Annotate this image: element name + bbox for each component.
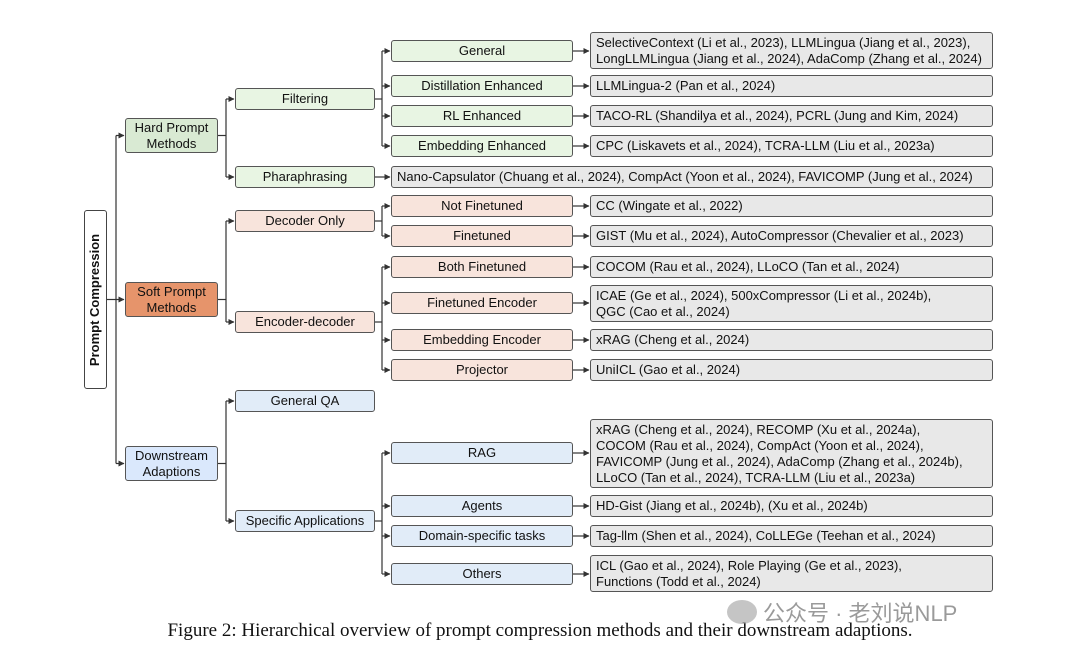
refs-projector-line-1: UniICL (Gao et al., 2024)	[596, 362, 741, 377]
method-rl-enhanced: RL Enhanced	[391, 105, 573, 127]
paraphrasing-node: Pharaphrasing	[235, 166, 375, 188]
refs-rag-line-1: xRAG (Cheng et al., 2024), RECOMP (Xu et…	[596, 421, 921, 437]
refs-finetuned-encoder-line-2: QGC (Cao et al., 2024)	[596, 303, 730, 319]
refs-distillation-enhanced: LLMLingua-2 (Pan et al., 2024)	[590, 75, 993, 97]
refs-finetuned-line-1: GIST (Mu et al., 2024), AutoCompressor (…	[596, 228, 964, 243]
refs-rag: xRAG (Cheng et al., 2024), RECOMP (Xu et…	[590, 419, 993, 488]
refs-finetuned-encoder: ICAE (Ge et al., 2024), 500xCompressor (…	[590, 285, 993, 322]
refs-both-finetuned-line-1: COCOM (Rau et al., 2024), LLoCO (Tan et …	[596, 259, 900, 274]
general-qa-node: General QA	[235, 390, 375, 412]
watermark-text: 公众号 · 老刘说NLP	[763, 601, 958, 626]
downstream-adaptions-node: Downstream Adaptions	[125, 446, 218, 481]
method-embedding-encoder: Embedding Encoder	[391, 329, 573, 351]
refs-others-line-2: Functions (Todd et al., 2024)	[596, 573, 761, 589]
refs-others: ICL (Gao et al., 2024), Role Playing (Ge…	[590, 555, 993, 592]
refs-general-line-2: LongLLMLingua (Jiang et al., 2024), AdaC…	[596, 50, 982, 66]
method-embedding-enhanced: Embedding Enhanced	[391, 135, 573, 157]
refs-projector: UniICL (Gao et al., 2024)	[590, 359, 993, 381]
soft-prompt-methods-node: Soft Prompt Methods	[125, 282, 218, 317]
specific-applications-node: Specific Applications	[235, 510, 375, 532]
method-others: Others	[391, 563, 573, 585]
refs-domain-specific: Tag-llm (Shen et al., 2024), CoLLEGe (Te…	[590, 525, 993, 547]
method-both-finetuned: Both Finetuned	[391, 256, 573, 278]
method-projector: Projector	[391, 359, 573, 381]
method-not-finetuned: Not Finetuned	[391, 195, 573, 217]
refs-agents: HD-Gist (Jiang et al., 2024b), (Xu et al…	[590, 495, 993, 517]
refs-not-finetuned-line-1: CC (Wingate et al., 2022)	[596, 198, 743, 213]
method-general: General	[391, 40, 573, 62]
refs-paraphrasing-line-1: Nano-Capsulator (Chuang et al., 2024), C…	[397, 169, 973, 184]
refs-finetuned-encoder-line-1: ICAE (Ge et al., 2024), 500xCompressor (…	[596, 287, 932, 303]
method-domain-specific-tasks: Domain-specific tasks	[391, 525, 573, 547]
method-finetuned-encoder: Finetuned Encoder	[391, 292, 573, 314]
refs-rag-line-4: LLoCO (Tan et al., 2024), TCRA-LLM (Liu …	[596, 469, 916, 485]
method-distillation-enhanced: Distillation Enhanced	[391, 75, 573, 97]
refs-embedding-line-1: CPC (Liskavets et al., 2024), TCRA-LLM (…	[596, 138, 935, 153]
root-node: Prompt Compression	[84, 210, 107, 389]
decoder-only-node: Decoder Only	[235, 210, 375, 232]
refs-agents-line-1: HD-Gist (Jiang et al., 2024b), (Xu et al…	[596, 498, 868, 513]
method-rag: RAG	[391, 442, 573, 464]
refs-paraphrasing: Nano-Capsulator (Chuang et al., 2024), C…	[391, 166, 993, 188]
figure-caption: Figure 2: Hierarchical overview of promp…	[167, 620, 913, 641]
refs-not-finetuned: CC (Wingate et al., 2022)	[590, 195, 993, 217]
refs-general: SelectiveContext (Li et al., 2023), LLML…	[590, 32, 993, 69]
wechat-icon	[727, 600, 757, 624]
refs-both-finetuned: COCOM (Rau et al., 2024), LLoCO (Tan et …	[590, 256, 993, 278]
root-label: Prompt Compression	[87, 233, 103, 366]
encoder-decoder-node: Encoder-decoder	[235, 311, 375, 333]
refs-embedding-encoder: xRAG (Cheng et al., 2024)	[590, 329, 993, 351]
refs-general-line-1: SelectiveContext (Li et al., 2023), LLML…	[596, 34, 971, 50]
filtering-node: Filtering	[235, 88, 375, 110]
refs-finetuned: GIST (Mu et al., 2024), AutoCompressor (…	[590, 225, 993, 247]
method-finetuned: Finetuned	[391, 225, 573, 247]
refs-rag-line-3: FAVICOMP (Jung et al., 2024), AdaComp (Z…	[596, 453, 963, 469]
hard-prompt-methods-node: Hard Prompt Methods	[125, 118, 218, 153]
refs-embedding-enhanced: CPC (Liskavets et al., 2024), TCRA-LLM (…	[590, 135, 993, 157]
watermark: 公众号 · 老刘说NLP	[727, 596, 957, 628]
refs-others-line-1: ICL (Gao et al., 2024), Role Playing (Ge…	[596, 557, 902, 573]
method-agents: Agents	[391, 495, 573, 517]
refs-embedding-encoder-line-1: xRAG (Cheng et al., 2024)	[596, 332, 750, 347]
refs-rag-line-2: COCOM (Rau et al., 2024), CompAct (Yoon …	[596, 437, 924, 453]
refs-rl-enhanced: TACO-RL (Shandilya et al., 2024), PCRL (…	[590, 105, 993, 127]
refs-domain-line-1: Tag-llm (Shen et al., 2024), CoLLEGe (Te…	[596, 528, 936, 543]
refs-distillation-line-1: LLMLingua-2 (Pan et al., 2024)	[596, 78, 776, 93]
refs-rl-line-1: TACO-RL (Shandilya et al., 2024), PCRL (…	[596, 108, 959, 123]
